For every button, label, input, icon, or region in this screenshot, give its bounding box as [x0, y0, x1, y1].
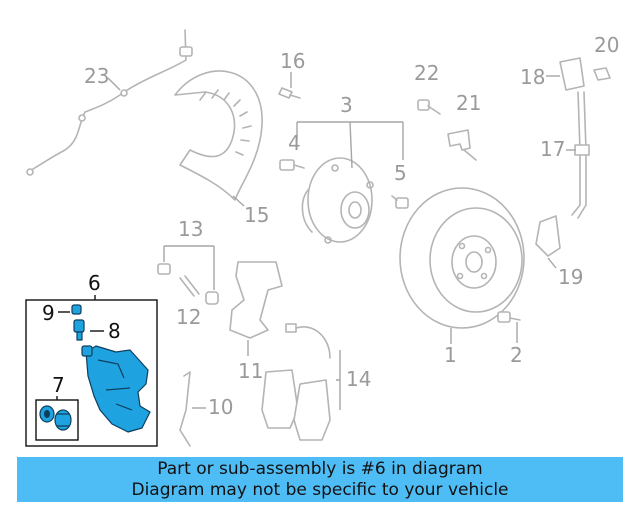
callout-7-box [35, 399, 79, 441]
caliper-seal-kit [39, 405, 72, 431]
banner-line-1: Part or sub-assembly is #6 in diagram [157, 459, 483, 479]
brake-caliper [81, 345, 151, 433]
callout-18: 18 [520, 65, 545, 89]
speed-sensor [447, 129, 477, 161]
callout-5: 5 [394, 161, 407, 185]
splash-shield [174, 70, 263, 201]
callout-3: 3 [340, 93, 353, 117]
callout-7: 7 [52, 373, 65, 397]
guide-pin-kit [157, 263, 219, 305]
hub-bearing [301, 157, 374, 244]
bleeder-cap [71, 304, 82, 315]
callout-19: 19 [558, 265, 583, 289]
callout-2: 2 [510, 343, 523, 367]
callout-15: 15 [244, 203, 269, 227]
callout-23: 23 [84, 64, 109, 88]
caliper-bracket [229, 261, 283, 339]
banner-line-2: Diagram may not be specific to your vehi… [131, 480, 509, 500]
bolt-5 [391, 195, 409, 209]
callout-4: 4 [288, 131, 301, 155]
callout-10: 10 [208, 395, 233, 419]
callout-13: 13 [178, 217, 203, 241]
callout-22: 22 [414, 61, 439, 85]
callout-20: 20 [594, 33, 619, 57]
screw-2 [497, 311, 521, 323]
clip-20 [593, 67, 611, 81]
pad-spring-clip [179, 371, 191, 447]
brake-pads [261, 323, 331, 441]
callout-17: 17 [540, 137, 565, 161]
bleeder-screw [73, 319, 85, 341]
callout-8: 8 [108, 319, 121, 343]
bracket-19 [535, 215, 561, 257]
callout-21: 21 [456, 91, 481, 115]
bolt-16 [278, 87, 301, 99]
callout-11: 11 [238, 359, 263, 383]
bracket-18 [559, 57, 585, 91]
info-banner: Part or sub-assembly is #6 in diagram Di… [17, 457, 623, 502]
callout-9: 9 [42, 301, 55, 325]
bolt-22 [417, 99, 441, 115]
callout-1: 1 [444, 343, 457, 367]
callout-6: 6 [88, 271, 101, 295]
brake-disc [399, 187, 525, 329]
bolt-4 [279, 159, 305, 171]
callout-14: 14 [346, 367, 371, 391]
brake-hose [571, 91, 590, 219]
callout-12: 12 [176, 305, 201, 329]
callout-16: 16 [280, 49, 305, 73]
abs-sensor-wire [26, 29, 193, 176]
